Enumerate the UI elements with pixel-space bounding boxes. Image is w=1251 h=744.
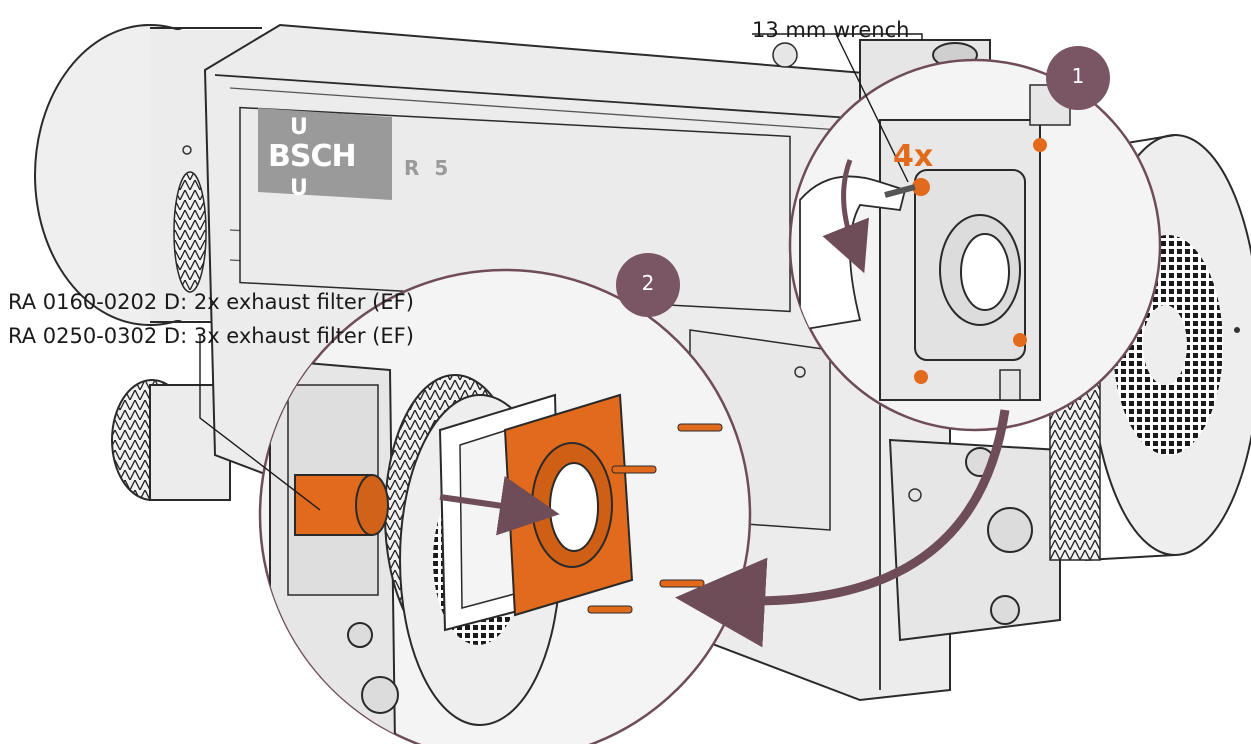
bolt-quantity-label: 4x bbox=[893, 139, 934, 174]
filter-variant-label-1: RA 0160-0202 D: 2x exhaust filter (EF) bbox=[8, 290, 414, 314]
filter-leader-line bbox=[199, 334, 321, 511]
wrench-label: 13 mm wrench bbox=[752, 18, 910, 42]
filter-variant-label-2: RA 0250-0302 D: 3x exhaust filter (EF) bbox=[8, 324, 414, 348]
brand-logo: BSCH bbox=[268, 139, 357, 174]
reference-arrow bbox=[675, 409, 1010, 648]
logo-panel bbox=[258, 108, 392, 200]
drain-plug bbox=[990, 595, 1020, 625]
bolt-top-left bbox=[912, 178, 930, 196]
bolt-bottom-right bbox=[1013, 333, 1027, 347]
bolt-top-right bbox=[1033, 138, 1047, 152]
bolt-bottom-left bbox=[914, 370, 928, 384]
logo-letter-bottom: U bbox=[290, 176, 308, 201]
oil-sight-glass bbox=[987, 507, 1033, 553]
wrench-leader-line bbox=[752, 33, 923, 183]
step-number-2: 2 bbox=[641, 271, 655, 295]
shaft-coupling bbox=[111, 379, 231, 501]
detail-circle-1 bbox=[788, 58, 1162, 432]
step-badge-1 bbox=[1046, 46, 1110, 110]
step-badge-2 bbox=[616, 253, 680, 317]
rotation-arrow bbox=[822, 159, 869, 274]
hand-with-wrench bbox=[799, 175, 907, 332]
step-number-1: 1 bbox=[1071, 64, 1085, 88]
install-arrow bbox=[439, 476, 560, 536]
logo-letter-top: U bbox=[290, 115, 308, 140]
model-label: R 5 bbox=[404, 156, 453, 180]
